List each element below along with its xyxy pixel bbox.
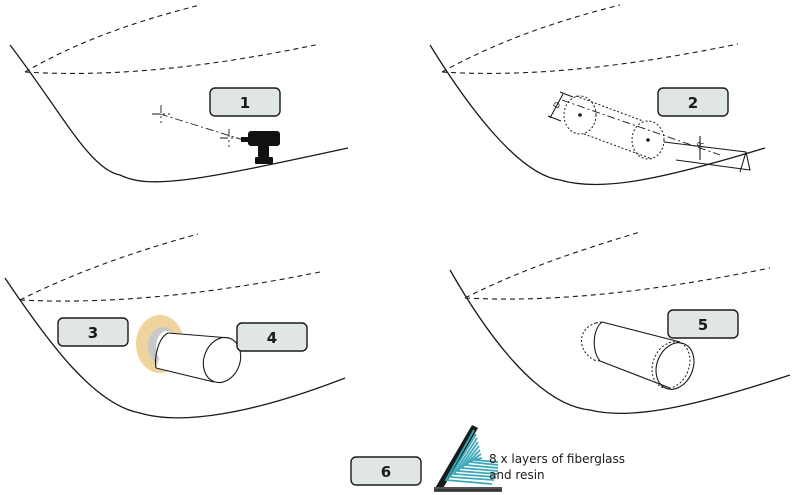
hull-dashed-line <box>441 4 621 73</box>
step-badge-1: 1 <box>209 87 281 117</box>
hull-dashed-line <box>464 267 771 300</box>
diameter-dimension: D <box>547 91 574 122</box>
fiberglass-layers-icon <box>434 425 502 492</box>
hull-outline <box>9 44 349 183</box>
step-badge-3: 3 <box>57 317 129 347</box>
step-badge-label: 4 <box>267 329 277 347</box>
step-badge-label: 3 <box>88 324 98 342</box>
bore-circle <box>631 120 665 160</box>
sanded-plug <box>581 321 695 390</box>
step-badge-2: 2 <box>657 87 729 117</box>
hull-dashed-line <box>464 231 641 299</box>
step-badge-label: 1 <box>240 94 250 112</box>
step-badge-5: 5 <box>667 309 739 339</box>
step-badge-4: 4 <box>236 322 308 352</box>
panel-6: 6 8 x layers of fiberglass and resin <box>350 425 625 492</box>
hull-dashed-line <box>19 271 321 302</box>
hull-outline <box>429 44 766 186</box>
step-badge-label: 5 <box>698 316 708 334</box>
bore-circle <box>563 95 597 135</box>
hull-dashed-line <box>19 233 199 301</box>
hull-dashed-line <box>24 43 321 75</box>
layers-note-line1: 8 x layers of fiberglass <box>489 452 625 466</box>
panel-1: 1 <box>9 4 349 183</box>
step-badge-label: 6 <box>381 463 391 481</box>
hull-outline <box>4 277 346 419</box>
panel-5: 5 <box>449 231 791 415</box>
diameter-label: D <box>552 100 563 109</box>
crosshair <box>152 105 238 147</box>
hull-dashed-line <box>441 43 739 74</box>
radius-label: R <box>695 140 706 149</box>
panel-2: D R 2 <box>429 4 766 186</box>
hull-dashed-line <box>24 4 201 73</box>
panel-3-4: 3 4 <box>4 233 346 419</box>
cutting-template: R <box>663 136 751 173</box>
step-badge-6: 6 <box>350 456 422 486</box>
layers-note-line2: and resin <box>489 468 545 482</box>
hull-outline <box>449 269 791 415</box>
step-badge-label: 2 <box>688 94 698 112</box>
drill-icon <box>241 131 280 164</box>
plug-cylinder <box>154 332 242 384</box>
